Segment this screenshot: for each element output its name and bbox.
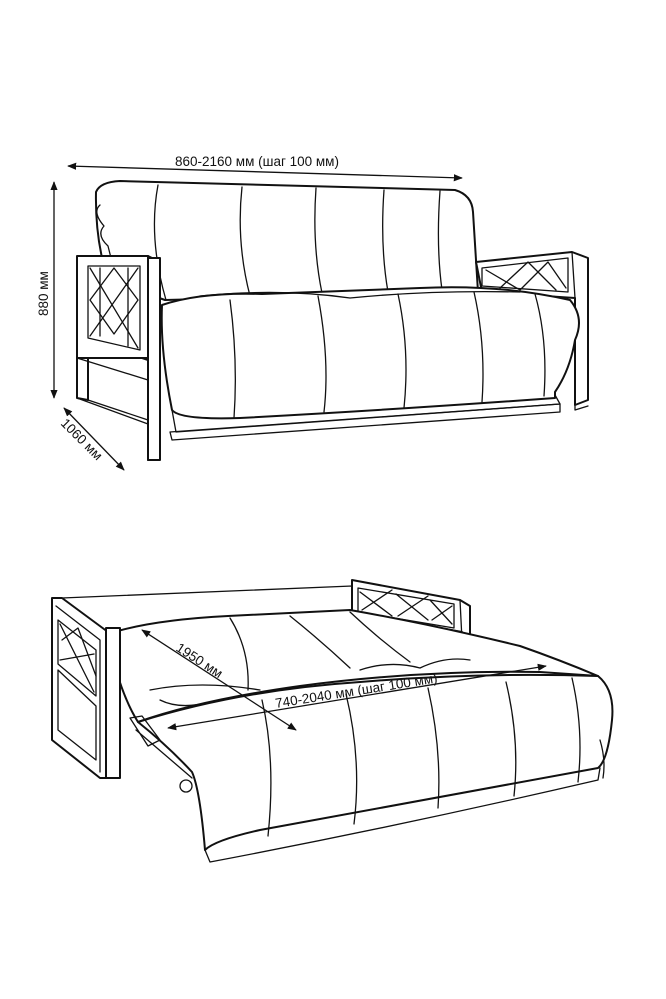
dim-sofa-depth: 1060 мм (58, 407, 125, 471)
dim-sofa-height-label: 880 мм (36, 271, 51, 316)
dim-sofa-width: 860-2160 мм (шаг 100 мм) (67, 154, 463, 182)
backrest-stitch-lines (153, 184, 443, 301)
dim-sofa-width-label: 860-2160 мм (шаг 100 мм) (175, 154, 339, 169)
sofa-seat (160, 286, 580, 420)
backrest-fabric-fold (96, 204, 113, 263)
seat-stitch-lines (199, 290, 546, 419)
dim-sofa-height: 880 мм (36, 181, 58, 399)
seat-skirt (171, 394, 561, 433)
sofa-unfolded-view: 1950 мм 740-2040 мм (шаг 100 мм) (51, 579, 614, 863)
bed-corner (599, 739, 605, 779)
sofa-folded-view: 860-2160 мм (шаг 100 мм) 880 мм 1060 мм (36, 154, 589, 471)
bed-left-armrest (51, 597, 121, 779)
bed-skirt (204, 767, 601, 863)
bed-mechanism (129, 715, 193, 793)
dim-sofa-depth-label: 1060 мм (58, 416, 106, 464)
left-armrest (76, 255, 161, 461)
